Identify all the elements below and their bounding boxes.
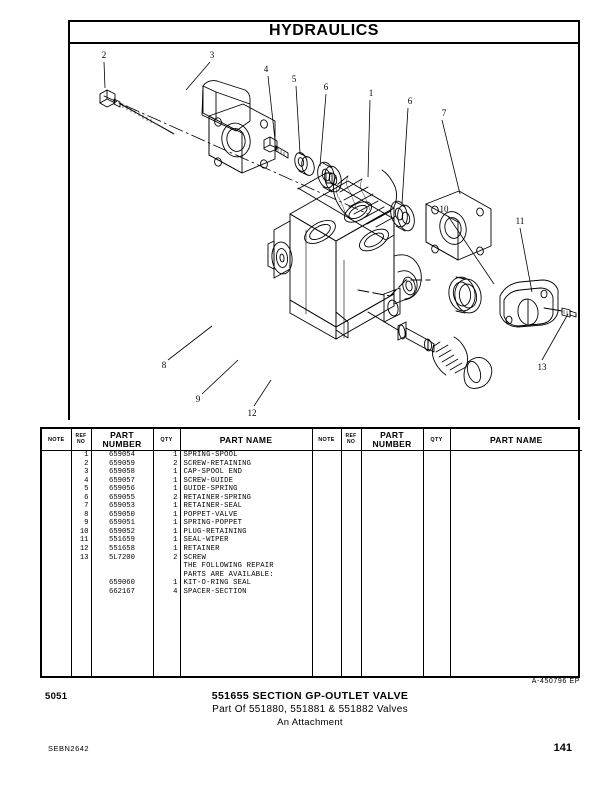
part-guide-spring <box>294 152 315 176</box>
centerline-right <box>357 279 431 297</box>
callout-6a: 6 <box>324 82 329 92</box>
leader-lines <box>103 61 569 407</box>
valve-body-casting <box>267 172 422 340</box>
callout-6b: 6 <box>408 96 413 106</box>
cells-note-right <box>311 450 342 676</box>
col-qty-right: QTY <box>422 429 451 451</box>
cells-ref-right <box>340 450 362 676</box>
cells-pn-right <box>360 450 424 676</box>
col-ref-line2-r: NO <box>346 438 356 445</box>
diagram-frame-left <box>68 20 70 420</box>
part-screw-small <box>561 307 577 318</box>
callout-9: 9 <box>196 394 201 404</box>
callout-13: 13 <box>538 362 548 372</box>
callout-5: 5 <box>292 74 297 84</box>
cells-ref-left: 1 2 3 4 5 6 7 8 9 10 11 12 13 <box>70 450 92 676</box>
col-ref-line1: REF <box>75 433 87 439</box>
part-plug-retaining <box>463 357 493 389</box>
part-cap-spool-end <box>201 80 276 174</box>
publication-code: SEBN2642 <box>48 744 90 753</box>
col-pn-line2-r: NUMBER <box>372 438 412 449</box>
part-retainer-seal <box>425 190 492 261</box>
cells-pn-left: 659054 659059 659058 659057 659056 65905… <box>90 450 154 676</box>
parts-table: NOTE REF NO PART NUMBER QTY PART NAME NO… <box>40 427 582 678</box>
footer-title-line2: Part Of 551880, 551881 & 551882 Valves <box>212 704 408 715</box>
qty-list: 1 2 1 1 1 2 1 1 1 1 1 1 2 1 4 <box>173 451 178 596</box>
callout-12: 11 <box>516 216 525 226</box>
col-pn-line2: NUMBER <box>102 438 142 449</box>
part-number-list: 659054 659059 659058 659057 659056 65905… <box>109 451 135 596</box>
table-body-row: 1 2 3 4 5 6 7 8 9 10 11 12 13 659054 659… <box>42 450 582 676</box>
part-retainer-spring-right <box>390 200 415 232</box>
centerline-left <box>103 95 369 215</box>
col-ref-line2: NO <box>76 438 86 445</box>
page-title: HYDRAULICS <box>269 22 379 39</box>
col-ref-line1-r: REF <box>345 433 357 439</box>
col-note-left: NOTE <box>42 429 72 451</box>
footer-title-line3: An Attachment <box>277 717 343 728</box>
part-spring-poppet <box>431 336 469 376</box>
part-name-list: SPRING-SPOOL SCREW-RETAINING CAP-SPOOL E… <box>183 451 274 596</box>
callout-10: 12 <box>248 408 257 418</box>
cells-qty-left: 1 2 1 1 1 2 1 1 1 1 1 1 2 1 4 <box>152 450 181 676</box>
callout-8: 8 <box>162 360 167 370</box>
part-screw-retaining <box>99 89 175 135</box>
callout-numbers: 2 3 4 5 6 1 6 7 10 11 8 9 12 13 <box>102 50 547 418</box>
section-code: 5051 <box>45 691 68 702</box>
part-screw-guide <box>263 136 289 159</box>
callout-1: 1 <box>369 88 374 98</box>
ref-list: 1 2 3 4 5 6 7 8 9 10 11 12 13 <box>79 451 89 562</box>
part-seal-wiper <box>448 276 482 314</box>
cells-note-left <box>42 450 72 676</box>
exploded-parts-diagram: 2 3 4 5 6 1 6 7 10 11 8 9 12 13 <box>68 44 580 420</box>
footer-titles: 551655 SECTION GP-OUTLET VALVE Part Of 5… <box>40 690 580 729</box>
cells-qty-right <box>422 450 451 676</box>
cells-name-right <box>449 450 582 676</box>
col-qty-left: QTY <box>152 429 181 451</box>
col-part-name-left: PART NAME <box>179 429 313 451</box>
header-rule <box>68 42 580 44</box>
note-list <box>42 451 71 588</box>
col-note-right: NOTE <box>311 429 342 451</box>
part-spring-spool <box>333 169 397 228</box>
part-retainer-flange <box>499 279 563 328</box>
col-part-name-right: PART NAME <box>449 429 582 451</box>
footer-title-line1: 551655 SECTION GP-OUTLET VALVE <box>211 690 409 702</box>
col-ref-no-right: REF NO <box>340 429 362 451</box>
part-retainer-spring-left <box>317 161 342 193</box>
col-ref-no-left: REF NO <box>70 429 92 451</box>
callout-11: 10 <box>440 204 450 214</box>
callout-3: 3 <box>210 50 215 60</box>
part-poppet-valve <box>367 311 435 353</box>
col-part-number-right: PART NUMBER <box>360 429 424 451</box>
col-pn-line1: PART <box>110 429 134 440</box>
diagram-frame-right <box>578 20 580 420</box>
cells-name-left: SPRING-SPOOL SCREW-RETAINING CAP-SPOOL E… <box>179 450 313 676</box>
page-number: 141 <box>553 742 572 754</box>
callout-4: 4 <box>264 64 269 74</box>
table-header-row: NOTE REF NO PART NUMBER QTY PART NAME NO… <box>42 429 582 451</box>
col-pn-line1-r: PART <box>380 429 404 440</box>
col-part-number-left: PART NUMBER <box>90 429 154 451</box>
callout-7: 7 <box>442 108 447 118</box>
drawing-number: A-450796 EP <box>531 678 580 685</box>
callout-2: 2 <box>102 50 107 60</box>
